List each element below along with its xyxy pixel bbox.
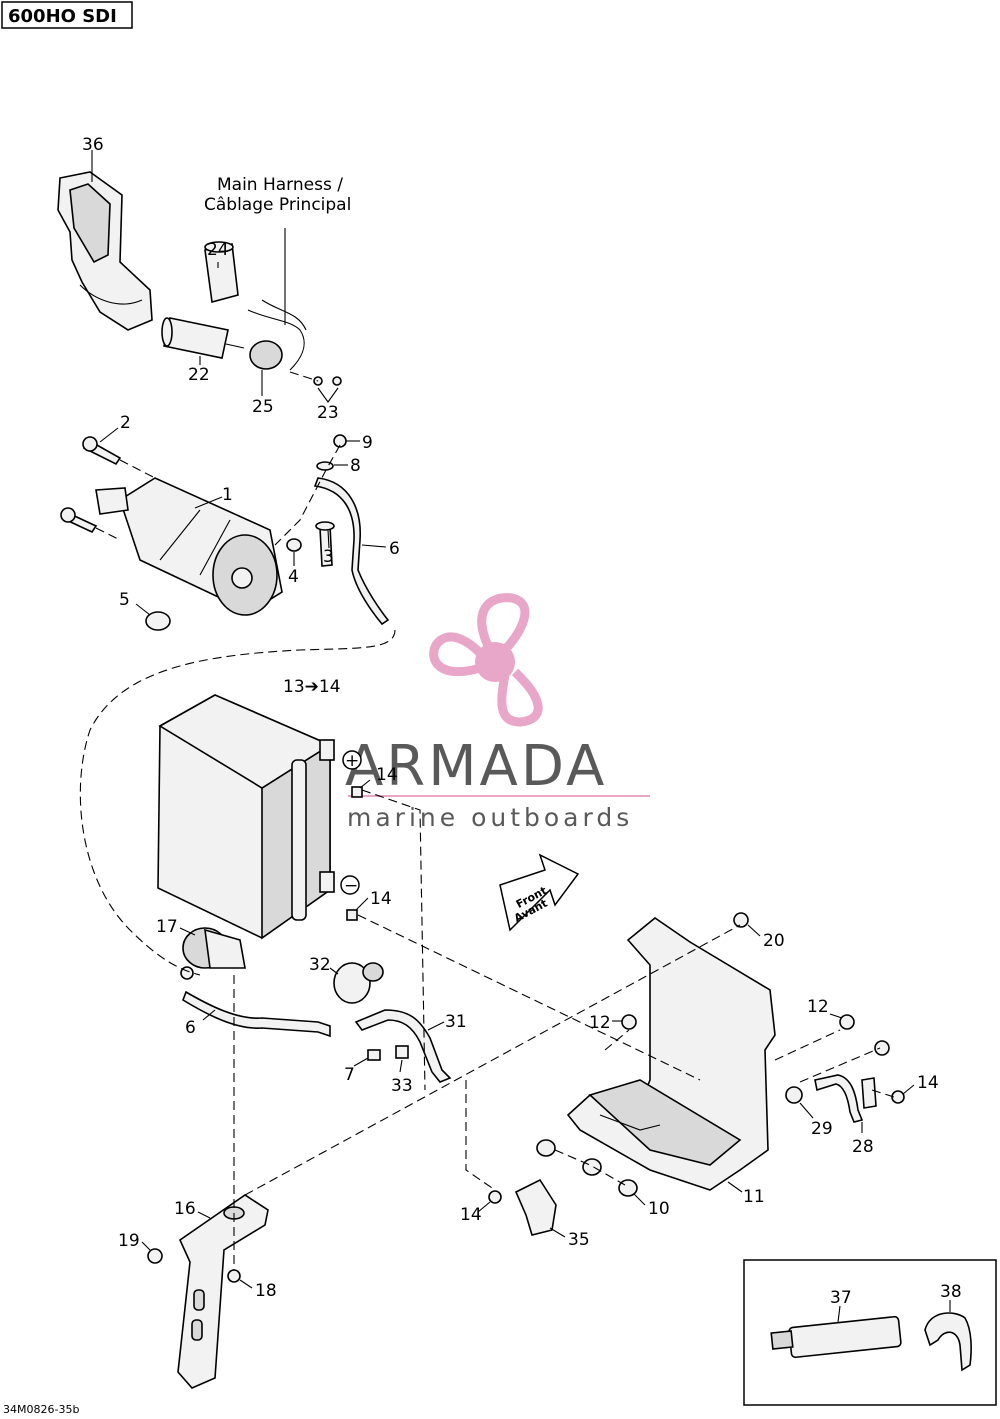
- positive-terminal-icon: +: [342, 750, 362, 771]
- callout-14b: 14: [370, 889, 392, 909]
- callout-12b: 12: [807, 997, 829, 1017]
- callout-9: 9: [362, 433, 373, 453]
- callout-1: 1: [222, 485, 233, 505]
- callout-6b: 6: [185, 1018, 196, 1038]
- callout-16: 16: [174, 1199, 196, 1219]
- svg-text:+: +: [345, 751, 359, 771]
- assembly-lines: [79, 371, 895, 1270]
- brand-logo: ARMADA marine outboards: [345, 593, 650, 832]
- figure-code: 34M0826-35b: [3, 1403, 79, 1416]
- harness-parts: [161, 228, 342, 386]
- callout-24: 24: [207, 240, 229, 260]
- accessories-box: 37 38: [743, 1259, 997, 1406]
- callout-12a: 12: [589, 1013, 611, 1033]
- callout-19: 19: [118, 1231, 140, 1251]
- nut-14a: [351, 786, 363, 798]
- callout-14d: 14: [460, 1205, 482, 1225]
- bolt-14d: [488, 1190, 502, 1204]
- harness-note-line1: Main Harness /: [217, 175, 343, 195]
- bracket-16: [147, 1194, 269, 1389]
- brand-name: ARMADA: [345, 734, 607, 799]
- model-label: 600HO SDI: [1, 1, 133, 29]
- callout-11: 11: [743, 1187, 765, 1207]
- svg-text:−: −: [344, 876, 358, 896]
- brand-tagline: marine outboards: [347, 803, 633, 832]
- cable-6-upper: [313, 477, 390, 626]
- callout-20: 20: [763, 931, 785, 951]
- battery-tray-11: [566, 917, 776, 1191]
- callout-31: 31: [445, 1012, 467, 1032]
- callout-35: 35: [568, 1230, 590, 1250]
- callout-6a: 6: [389, 539, 400, 559]
- harness-note: Main Harness / Câblage Principal: [204, 175, 351, 215]
- grease-tube-37: [770, 1305, 902, 1359]
- callout-36: 36: [82, 135, 104, 155]
- bolts-2: [60, 436, 156, 541]
- callout-38: 38: [940, 1282, 962, 1302]
- harness-note-line2: Câblage Principal: [204, 195, 351, 215]
- leader-lines: [99, 262, 915, 1289]
- model-label-text: 600HO SDI: [8, 6, 117, 27]
- callout-2: 2: [120, 413, 131, 433]
- nut-20: [733, 912, 749, 928]
- grommets-10: [536, 1139, 638, 1197]
- callout-14a: 14: [376, 765, 398, 785]
- ground-cable-28: [785, 1074, 905, 1123]
- nut-7: [367, 1049, 381, 1061]
- callout-23: 23: [317, 403, 339, 423]
- callout-14c: 14: [917, 1073, 939, 1093]
- callout-29: 29: [811, 1119, 833, 1139]
- battery-13: [157, 694, 335, 940]
- callout-5: 5: [119, 590, 130, 610]
- solenoid-17: [180, 927, 246, 980]
- negative-terminal-icon: −: [340, 875, 360, 896]
- callout-10: 10: [648, 1199, 670, 1219]
- battery-label: 13➔14: [283, 677, 341, 697]
- callout-28: 28: [852, 1137, 874, 1157]
- nut-33: [395, 1045, 409, 1059]
- callout-37: 37: [830, 1288, 852, 1308]
- clip-38: [924, 1300, 972, 1372]
- hardware-3-4-5-8-9: [145, 434, 347, 631]
- callout-25: 25: [252, 397, 274, 417]
- callout-22: 22: [188, 365, 210, 385]
- callout-8: 8: [350, 456, 361, 476]
- bracket-36: [57, 150, 153, 331]
- nut-14b: [346, 909, 358, 921]
- callouts: 36 24 22 25 23 2 9 8 1 6 3 4 5 13➔14 14 …: [82, 135, 939, 1301]
- callout-17: 17: [156, 917, 178, 937]
- cap-32: [333, 962, 384, 1004]
- screws-12: [621, 1014, 890, 1056]
- starter-motor-1: [95, 477, 283, 616]
- cable-31: [354, 1009, 452, 1083]
- callout-32: 32: [309, 955, 331, 975]
- front-arrow-icon: Front Avant: [499, 853, 580, 932]
- callout-7: 7: [344, 1065, 355, 1085]
- callout-18: 18: [255, 1281, 277, 1301]
- callout-33: 33: [391, 1076, 413, 1096]
- propeller-icon: [429, 593, 543, 727]
- elbow-35: [514, 1178, 557, 1236]
- cable-6-lower: [182, 990, 331, 1038]
- callout-4: 4: [288, 567, 299, 587]
- callout-3: 3: [323, 547, 334, 567]
